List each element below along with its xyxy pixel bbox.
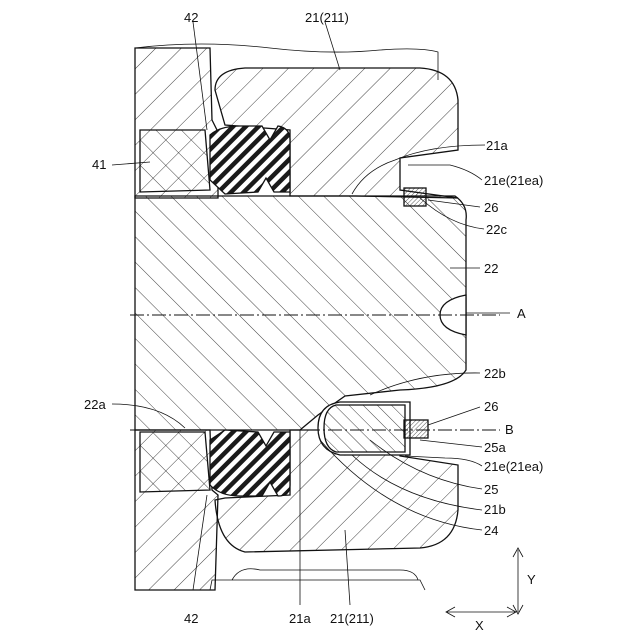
label-42-top: 42 — [184, 10, 198, 25]
label-x: X — [475, 618, 484, 633]
label-21-211-bot: 21(211) — [330, 611, 374, 626]
insert-26-upper — [404, 188, 426, 206]
label-a: A — [517, 306, 526, 321]
pin-25 — [324, 405, 405, 452]
leader-21-211-top — [325, 22, 340, 70]
label-y: Y — [527, 572, 536, 587]
label-25a: 25a — [484, 440, 506, 455]
label-21e-top: 21e(21ea) — [484, 173, 543, 188]
part-41-lower — [140, 432, 210, 492]
label-22: 22 — [484, 261, 498, 276]
label-24: 24 — [484, 523, 498, 538]
label-22a: 22a — [84, 397, 106, 412]
shaft-22 — [135, 196, 466, 430]
label-b: B — [505, 422, 514, 437]
label-26-bot: 26 — [484, 399, 498, 414]
label-21e-bot: 21e(21ea) — [484, 459, 543, 474]
label-21b: 21b — [484, 502, 506, 517]
leader-21e-top — [408, 165, 482, 180]
y-axis-arrow — [513, 548, 523, 614]
label-21a-bot: 21a — [289, 611, 311, 626]
bottom-slot — [232, 569, 418, 580]
seal-lower — [210, 430, 290, 496]
label-25: 25 — [484, 482, 498, 497]
label-21-211-top: 21(211) — [305, 10, 349, 25]
insert-26-lower — [404, 420, 428, 438]
part-41-upper — [140, 130, 210, 192]
label-42-bot: 42 — [184, 611, 198, 626]
label-22c: 22c — [486, 222, 507, 237]
x-axis-arrow — [446, 607, 516, 617]
label-41: 41 — [92, 157, 106, 172]
leader-25a — [420, 440, 482, 447]
leader-26-bot — [428, 407, 480, 425]
label-22b: 22b — [484, 366, 506, 381]
label-21a-top: 21a — [486, 138, 508, 153]
seal-upper — [210, 126, 290, 194]
label-26-top: 26 — [484, 200, 498, 215]
